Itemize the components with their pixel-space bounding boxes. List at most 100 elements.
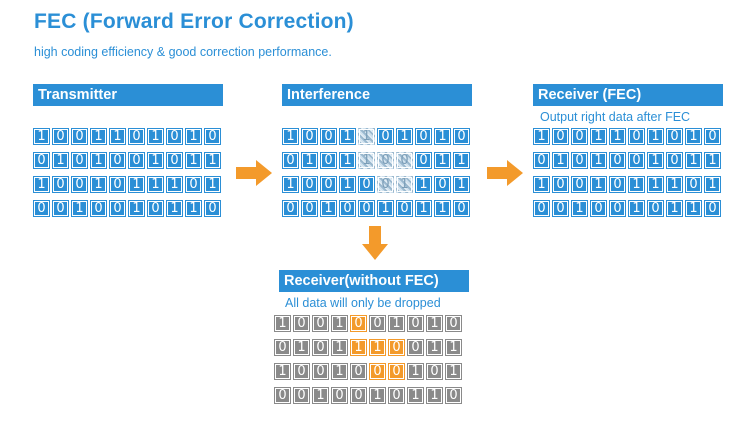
bit-cell: 1: [434, 200, 451, 217]
bit-cell: 0: [320, 152, 337, 169]
bit-cell: 0: [274, 387, 291, 404]
bit-cell: 1: [647, 152, 664, 169]
bit-cell: 1: [331, 363, 348, 380]
bit-cell: 1: [388, 315, 405, 332]
bit-cell: 1: [628, 176, 645, 193]
bit-cell: 1: [185, 128, 202, 145]
error-bit-cell: 0: [369, 363, 386, 380]
bit-cell: 1: [396, 128, 413, 145]
bit-cell: 0: [282, 200, 299, 217]
bit-cell: 0: [33, 152, 50, 169]
interference-header: Interference: [282, 84, 472, 106]
bit-cell: 0: [71, 176, 88, 193]
bit-cell: 0: [52, 128, 69, 145]
bit-cell: 1: [71, 200, 88, 217]
bit-cell: 0: [52, 200, 69, 217]
bit-cell: 0: [339, 200, 356, 217]
error-bit-cell: 0: [350, 315, 367, 332]
bit-cell: 0: [301, 200, 318, 217]
bit-cell: 0: [369, 315, 386, 332]
bit-cell: 1: [647, 176, 664, 193]
bit-cell: 1: [282, 176, 299, 193]
bit-cell: 1: [377, 200, 394, 217]
bit-cell: 1: [185, 152, 202, 169]
noise-bit-cell: 0: [377, 176, 394, 193]
page-title: FEC (Forward Error Correction): [34, 10, 354, 33]
bit-cell: 0: [166, 128, 183, 145]
bit-cell: 1: [128, 176, 145, 193]
bit-cell: 1: [445, 339, 462, 356]
bit-cell: 0: [282, 152, 299, 169]
page-subtitle: high coding efficiency & good correction…: [34, 45, 332, 59]
bit-cell: 0: [293, 315, 310, 332]
bit-cell: 1: [445, 363, 462, 380]
bit-cell: 0: [331, 387, 348, 404]
bit-cell: 0: [320, 128, 337, 145]
bit-cell: 1: [33, 128, 50, 145]
bit-cell: 1: [685, 152, 702, 169]
bit-cell: 1: [90, 128, 107, 145]
bit-cell: 0: [445, 387, 462, 404]
bit-cell: 0: [293, 363, 310, 380]
error-bit-cell: 0: [388, 339, 405, 356]
bit-cell: 0: [407, 315, 424, 332]
bit-cell: 1: [552, 152, 569, 169]
bit-cell: 1: [590, 176, 607, 193]
bit-cell: 0: [415, 128, 432, 145]
bit-cell: 1: [204, 152, 221, 169]
bit-cell: 1: [453, 152, 470, 169]
bit-cell: 0: [185, 176, 202, 193]
bit-cell: 1: [147, 128, 164, 145]
bit-cell: 1: [52, 152, 69, 169]
bit-cell: 0: [274, 339, 291, 356]
bit-cell: 0: [71, 128, 88, 145]
bit-cell: 1: [339, 128, 356, 145]
receiver-no-fec-note: All data will only be dropped: [285, 296, 441, 310]
bit-cell: 0: [666, 152, 683, 169]
bit-cell: 0: [350, 363, 367, 380]
bit-cell: 0: [571, 128, 588, 145]
bit-cell: 0: [396, 200, 413, 217]
bit-cell: 0: [301, 128, 318, 145]
bit-cell: 1: [647, 128, 664, 145]
arrow-right-icon: [236, 160, 272, 186]
bit-cell: 0: [571, 176, 588, 193]
bit-cell: 0: [166, 152, 183, 169]
error-bit-cell: 1: [350, 339, 367, 356]
bit-cell: 0: [609, 152, 626, 169]
bit-cell: 0: [109, 176, 126, 193]
bit-cell: 0: [685, 176, 702, 193]
bit-cell: 1: [128, 200, 145, 217]
bit-cell: 0: [312, 363, 329, 380]
error-bit-cell: 1: [369, 339, 386, 356]
bit-cell: 0: [90, 200, 107, 217]
bit-cell: 1: [533, 128, 550, 145]
bit-cell: 1: [407, 387, 424, 404]
bit-cell: 1: [704, 152, 721, 169]
bit-cell: 0: [312, 315, 329, 332]
bit-cell: 0: [52, 176, 69, 193]
bit-cell: 1: [339, 176, 356, 193]
bit-cell: 1: [415, 200, 432, 217]
bit-cell: 1: [331, 339, 348, 356]
bit-cell: 0: [552, 128, 569, 145]
bit-cell: 1: [109, 128, 126, 145]
bit-cell: 0: [704, 200, 721, 217]
bit-cell: 0: [426, 363, 443, 380]
bit-cell: 1: [590, 152, 607, 169]
bit-cell: 0: [445, 315, 462, 332]
bit-cell: 0: [628, 128, 645, 145]
bit-cell: 0: [147, 200, 164, 217]
bit-cell: 1: [282, 128, 299, 145]
receiver-fec-note: Output right data after FEC: [540, 110, 691, 124]
bit-cell: 1: [90, 176, 107, 193]
bit-cell: 0: [128, 128, 145, 145]
bit-cell: 0: [320, 176, 337, 193]
